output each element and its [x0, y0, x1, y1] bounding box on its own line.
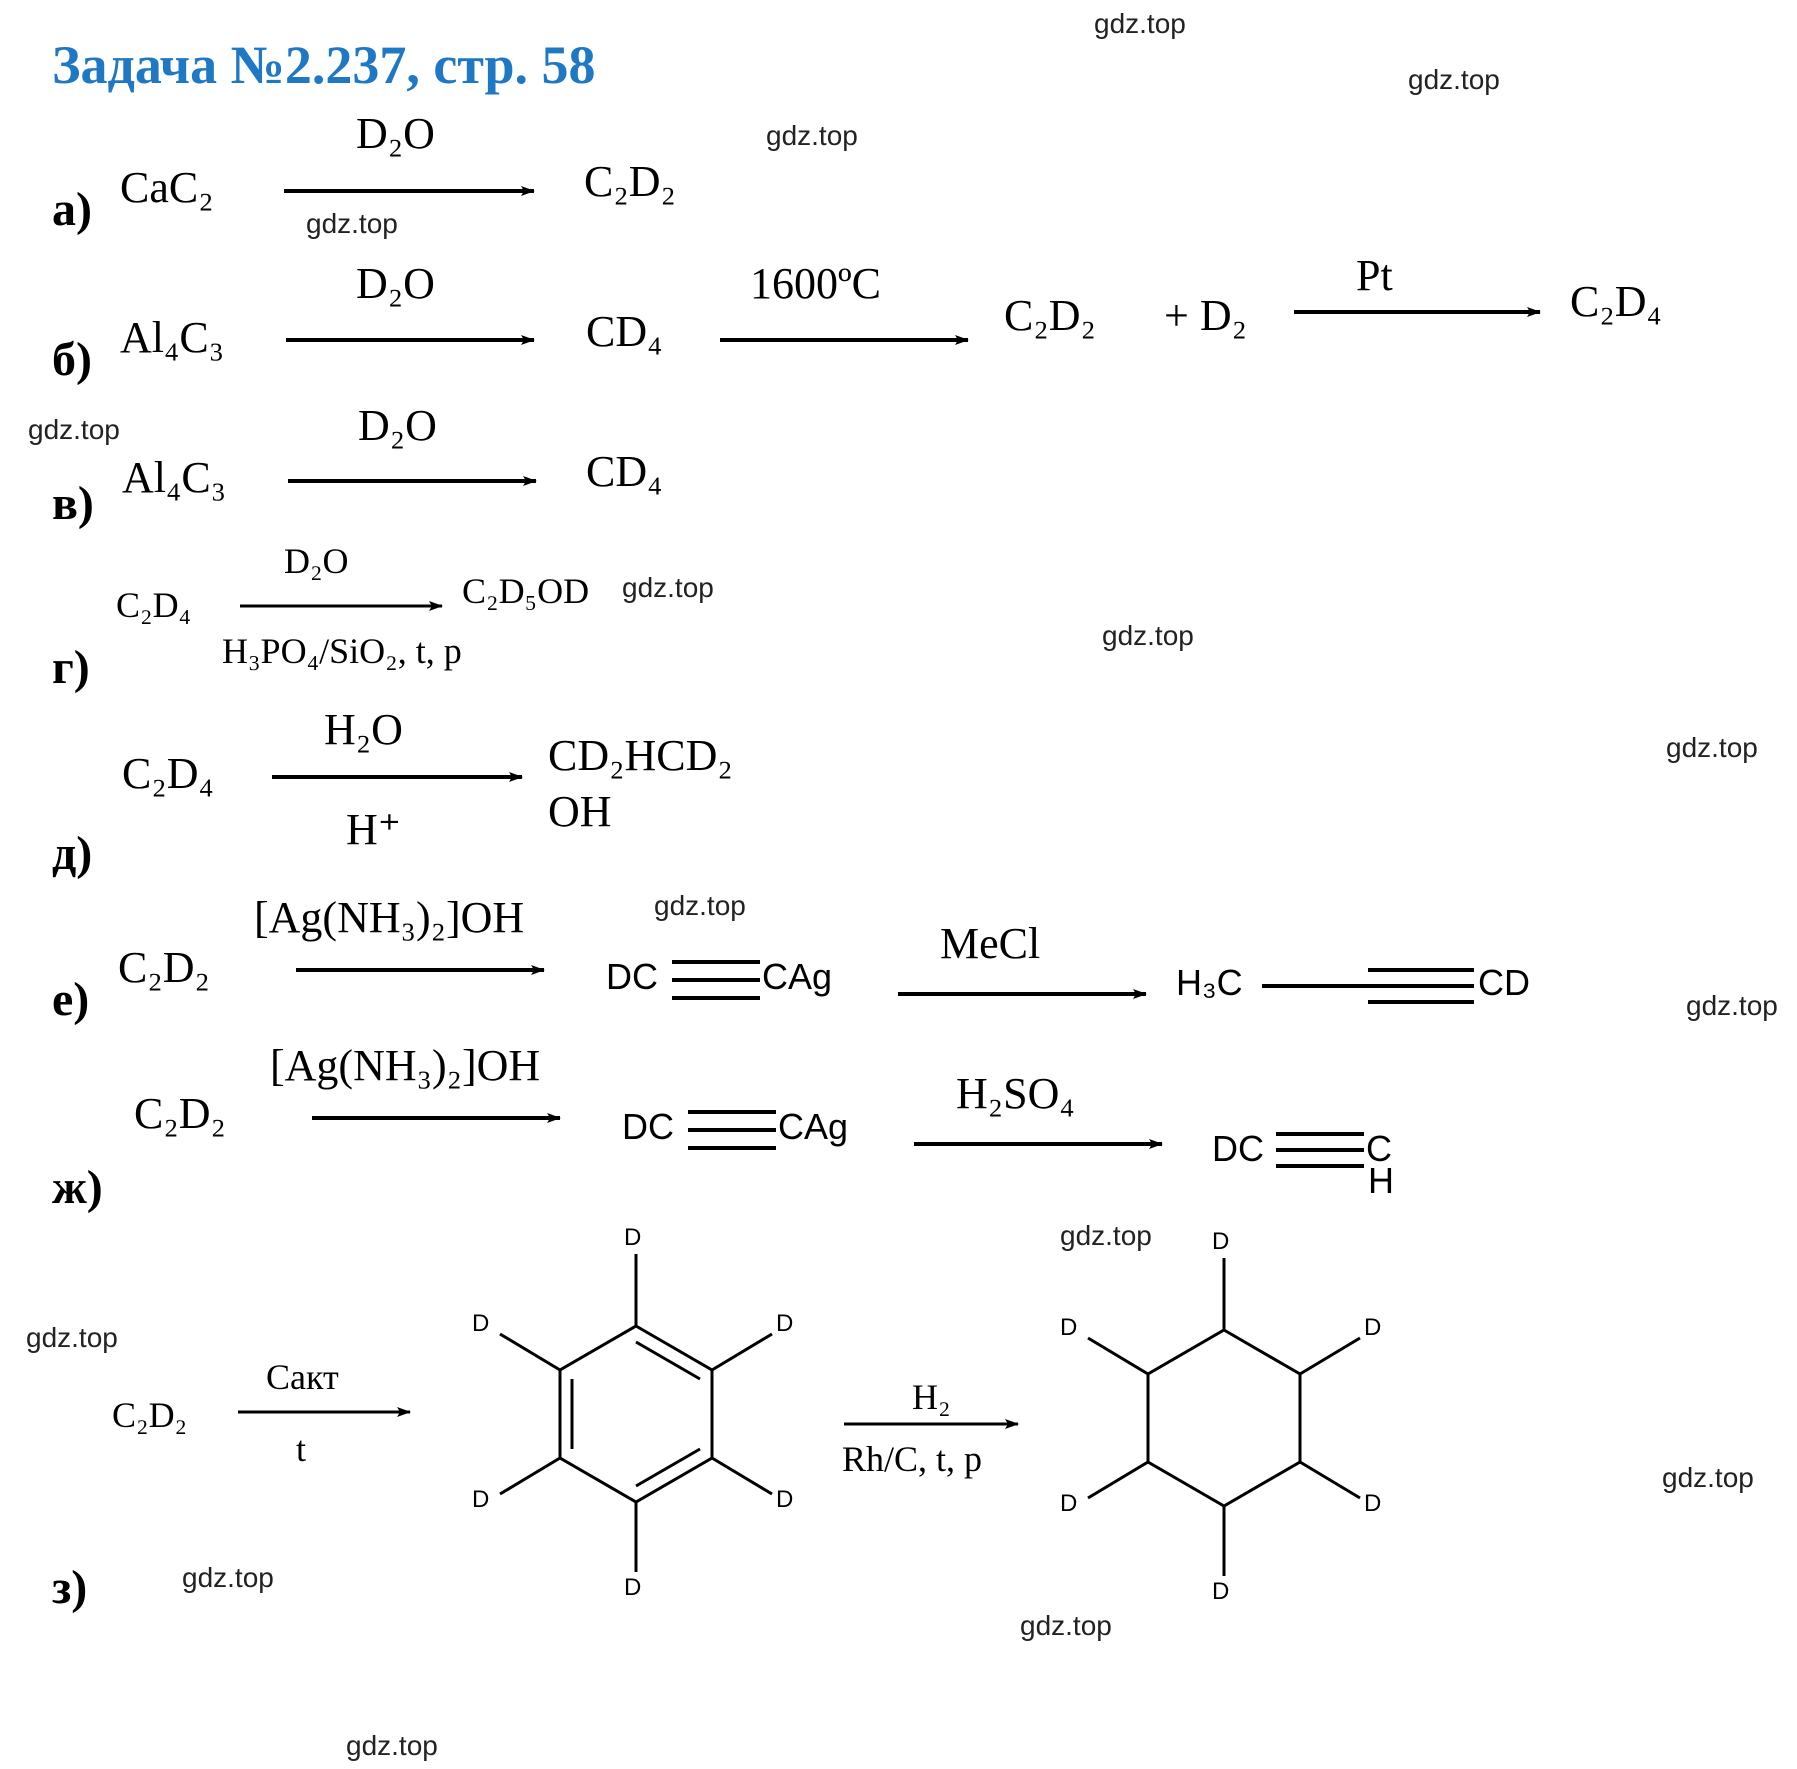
watermark: gdz.top	[1020, 1610, 1112, 1641]
reaction-d-reactant: C₂D₄	[122, 749, 214, 798]
watermark: gdz.top	[1408, 64, 1500, 95]
reaction-e-product-left: H₃C	[1176, 962, 1243, 1003]
label-z: з)	[52, 1561, 88, 1614]
benzene-ring	[499, 1254, 773, 1572]
benzene-d-upper-right: D	[776, 1310, 794, 1337]
benzene-d-top: D	[624, 1224, 642, 1251]
label-b: б)	[52, 333, 92, 386]
benzene-d-upper-left: D	[472, 1310, 490, 1337]
benzene-d-lower-right: D	[776, 1486, 794, 1513]
reaction-e-intermediate-right: CAg	[762, 956, 833, 997]
reaction-e-reagent1: [Ag(NH₃)₂]OH	[254, 893, 525, 942]
benzene-d-lower-left: D	[472, 1486, 490, 1513]
reaction-b-reagent: D₂O	[356, 259, 435, 308]
watermark: gdz.top	[1662, 1462, 1754, 1493]
reaction-e-intermediate-left: DC	[606, 956, 658, 997]
watermark: gdz.top	[28, 414, 120, 445]
reaction-v-reactant: Al₄C₃	[122, 453, 227, 502]
reaction-d-product-line1: CD₂HCD₂	[548, 731, 733, 780]
reaction-g-product: C₂D₅OD	[462, 571, 590, 611]
reaction-zh-product-right-top: C	[1366, 1128, 1392, 1169]
reaction-d-product-line2: OH	[548, 787, 612, 836]
reaction-g-reactant: C₂D₄	[116, 585, 192, 625]
reaction-z-condition: t	[296, 1429, 307, 1469]
benzene-d-bottom: D	[624, 1574, 642, 1601]
watermark: gdz.top	[1094, 8, 1186, 39]
reaction-zh-reactant: C₂D₂	[134, 1089, 226, 1138]
reaction-zh-intermediate-right: CAg	[778, 1106, 849, 1147]
reaction-z-catalyst: Cакт	[266, 1357, 339, 1397]
reaction-b-condition: 1600ºC	[750, 259, 881, 308]
label-a: а)	[52, 183, 92, 236]
cyclohexane-d-upper-left: D	[1060, 1314, 1078, 1341]
reaction-zh-product-right-bottom: H	[1368, 1160, 1394, 1201]
cyclohexane-d-bottom: D	[1212, 1578, 1230, 1605]
cyclohexane-ring	[1087, 1258, 1361, 1576]
reaction-b-product2: C₂D₄	[1570, 277, 1662, 326]
cyclohexane-d-upper-right: D	[1364, 1314, 1382, 1341]
reaction-e-reactant: C₂D₂	[118, 943, 210, 992]
reaction-a-reactant: CaC₂	[120, 163, 214, 212]
reaction-zh-reagent1: [Ag(NH₃)₂]OH	[270, 1041, 541, 1090]
reaction-d-catalyst: H⁺	[346, 805, 401, 854]
reaction-e-product-right: CD	[1478, 962, 1530, 1003]
watermark: gdz.top	[766, 120, 858, 151]
reaction-v-product: CD₄	[586, 447, 663, 496]
cyclohexane-d-top: D	[1212, 1228, 1230, 1255]
watermark: gdz.top	[26, 1322, 118, 1353]
label-d: д)	[52, 827, 93, 880]
label-g: г)	[52, 641, 90, 694]
watermark: gdz.top	[622, 572, 714, 603]
label-v: в)	[52, 477, 94, 530]
reaction-zh-reagent2: H₂SO₄	[956, 1069, 1075, 1118]
cyclohexane-d-lower-right: D	[1364, 1490, 1382, 1517]
watermark: gdz.top	[1686, 990, 1778, 1021]
reaction-e-reagent2: MeCl	[940, 919, 1041, 968]
reaction-a-reagent: D₂O	[356, 109, 435, 158]
watermark: gdz.top	[1666, 732, 1758, 763]
reaction-zh-intermediate-left: DC	[622, 1106, 674, 1147]
cyclohexane-d-lower-left: D	[1060, 1490, 1078, 1517]
reaction-a-product: C₂D₂	[584, 157, 676, 206]
reaction-z-reagent2: H₂	[912, 1377, 951, 1417]
reaction-z-conditions2: Rh/C, t, p	[842, 1439, 983, 1479]
label-zh: ж)	[52, 1161, 103, 1214]
reaction-v-reagent: D₂O	[358, 401, 437, 450]
reaction-zh-product-left: DC	[1212, 1128, 1264, 1169]
watermark: gdz.top	[306, 208, 398, 239]
watermark: gdz.top	[182, 1562, 274, 1593]
page-title: Задача №2.237, стр. 58	[52, 35, 596, 95]
watermark: gdz.top	[654, 890, 746, 921]
watermark: gdz.top	[1102, 620, 1194, 651]
reaction-b-reactant: Al₄C₃	[120, 313, 225, 362]
reaction-d-reagent: H₂O	[324, 705, 403, 754]
watermark: gdz.top	[1060, 1220, 1152, 1251]
reaction-z-reactant: C₂D₂	[112, 1395, 188, 1435]
reaction-g-conditions: H₃PO₄/SiO₂, t, p	[222, 631, 462, 671]
label-e: е)	[52, 973, 90, 1026]
reaction-b-product1: C₂D₂	[1004, 291, 1096, 340]
watermark: gdz.top	[346, 1730, 438, 1761]
reaction-g-reagent: D₂O	[284, 541, 349, 581]
reaction-b-intermediate: CD₄	[586, 307, 663, 356]
reaction-b-catalyst: Pt	[1356, 251, 1393, 300]
reaction-b-plus-d2: + D₂	[1164, 291, 1247, 340]
